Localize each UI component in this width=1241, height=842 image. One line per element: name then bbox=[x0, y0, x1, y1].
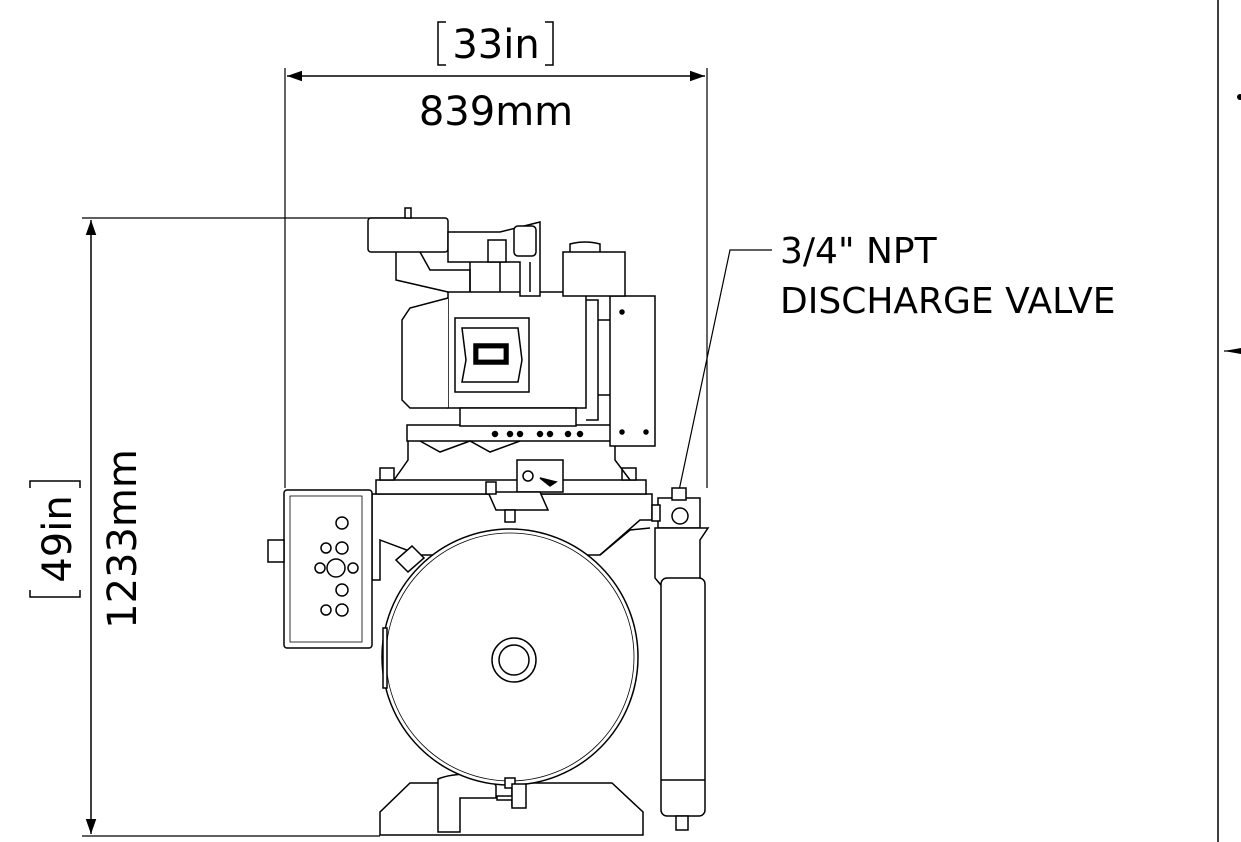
callout-line-2: DISCHARGE VALVE bbox=[780, 281, 1116, 322]
motor-end-cap bbox=[401, 297, 449, 409]
height-bracket-bottom bbox=[29, 590, 81, 598]
cooling-fan-housing bbox=[562, 251, 626, 297]
compressor-unit bbox=[267, 207, 710, 836]
height-dimension: 49in 1233mm bbox=[29, 217, 408, 837]
intake-filter bbox=[367, 217, 449, 253]
right-view-edge bbox=[1217, 0, 1241, 842]
callout-leader-line bbox=[676, 249, 772, 501]
partial-mark-icon bbox=[1237, 94, 1241, 100]
belt-guard bbox=[609, 295, 656, 447]
width-dimension: 33in 839mm bbox=[284, 21, 708, 488]
width-imperial-label: 33in bbox=[452, 22, 539, 68]
height-imperial-label: 49in bbox=[35, 495, 81, 582]
width-bracket-left bbox=[437, 21, 446, 66]
callout-line-1: 3/4" NPT bbox=[780, 231, 938, 272]
height-metric-label: 1233mm bbox=[100, 449, 146, 629]
discharge-valve-callout: 3/4" NPT DISCHARGE VALVE bbox=[676, 231, 1116, 501]
width-bracket-right bbox=[545, 21, 554, 66]
height-bracket-top bbox=[29, 480, 81, 488]
control-box-connector bbox=[267, 539, 285, 563]
width-metric-label: 839mm bbox=[419, 89, 573, 135]
